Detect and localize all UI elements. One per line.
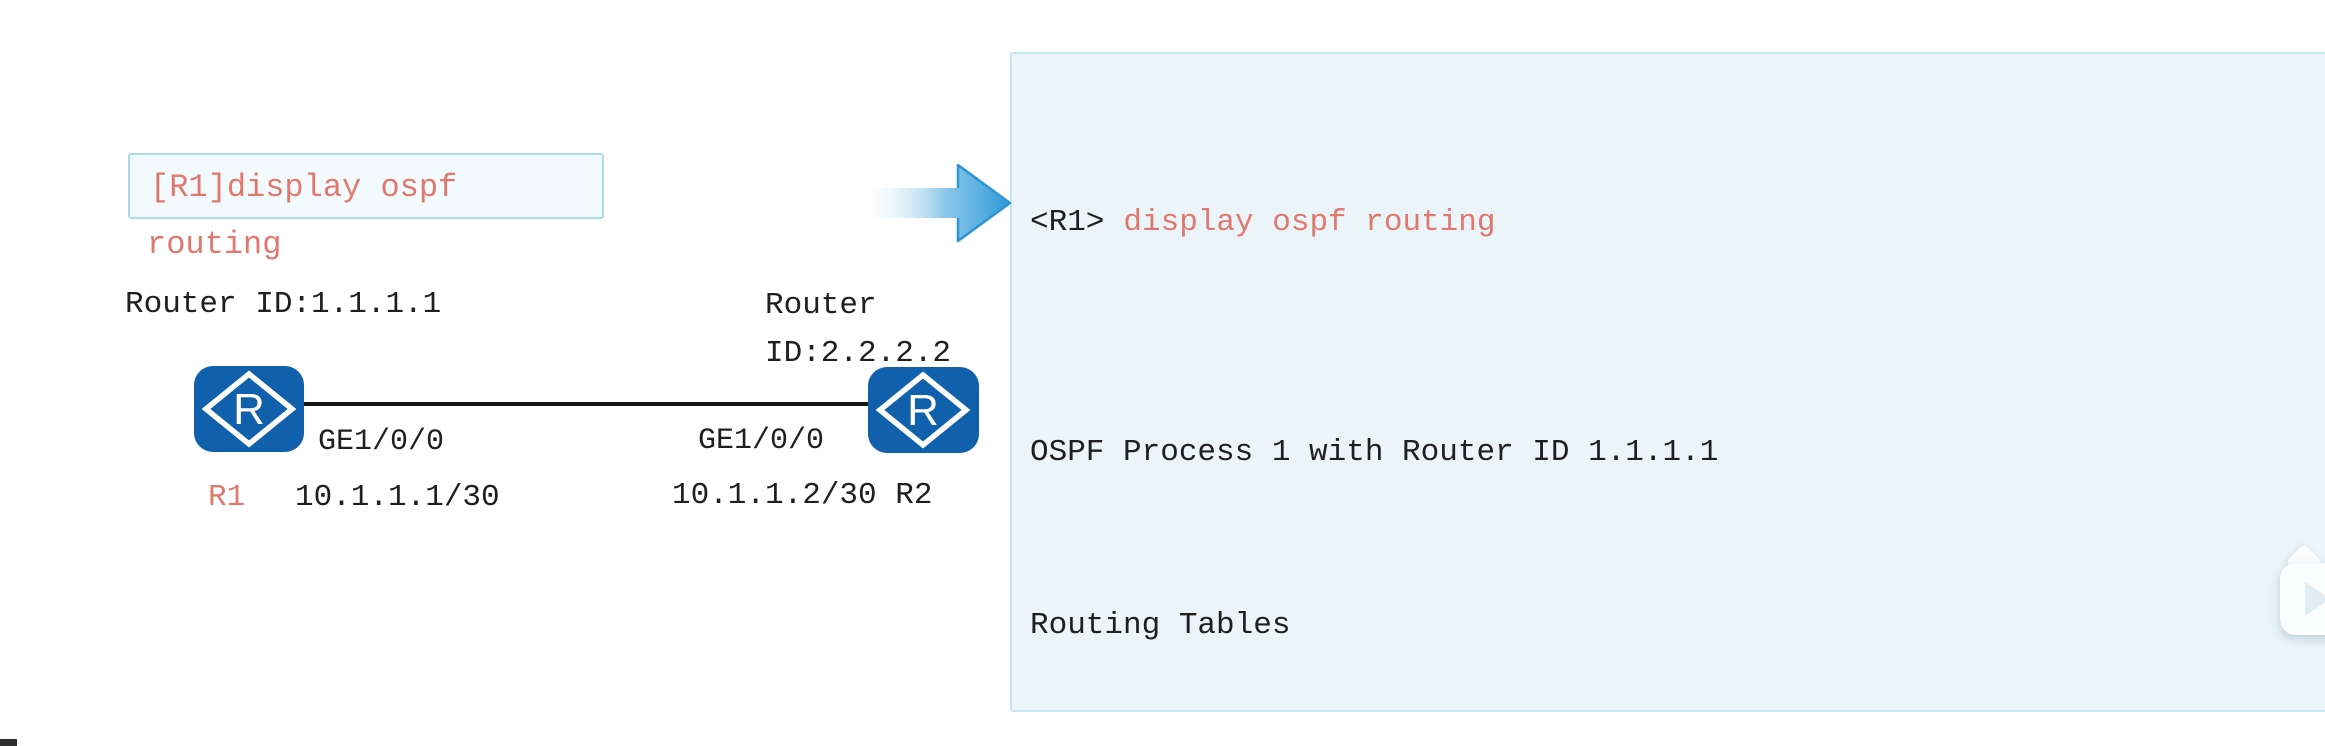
console-line-process: OSPF Process 1 with Router ID 1.1.1.1: [1030, 435, 1719, 470]
router-icon: R: [868, 367, 979, 453]
router2-id-line2: ID:2.2.2.2: [765, 336, 952, 371]
router1-ip-label: 10.1.1.1/30: [295, 480, 500, 515]
router2-interface-label: GE1/0/0: [698, 424, 825, 458]
router-icon: R: [194, 366, 304, 452]
router1-id-label: Router ID:1.1.1.1: [125, 287, 442, 322]
console-prompt-line: <R1> display ospf routing: [1030, 194, 2325, 252]
console-output-panel: <R1> display ospf routing OSPF Process 1 …: [1010, 52, 2325, 712]
router-icon-letter: R: [907, 386, 939, 435]
router2-name-label: R2: [895, 478, 933, 513]
play-icon: [2305, 582, 2325, 616]
router2-ip-label: 10.1.1.2/30: [672, 478, 877, 513]
router-icon-letter: R: [233, 385, 265, 434]
command-callout-line2: routing: [147, 226, 282, 263]
arrow-right-icon: [864, 163, 1012, 243]
command-callout-box: [R1]display ospf: [128, 153, 604, 219]
router2-ip-and-name-label: 10.1.1.2/30 R2: [672, 478, 932, 513]
console-line-routing-tables: Routing Tables: [1030, 607, 1291, 643]
network-link-line: [302, 402, 870, 406]
router1-name-label: R1: [208, 480, 246, 515]
console-prompt: <R1>: [1030, 205, 1105, 240]
command-callout-line1: [R1]display ospf: [150, 169, 458, 206]
console-command: display ospf routing: [1123, 205, 1496, 240]
corner-mark: [0, 739, 17, 746]
router1-interface-label: GE1/0/0: [318, 425, 445, 459]
router2-id-line1: Router: [765, 288, 877, 323]
